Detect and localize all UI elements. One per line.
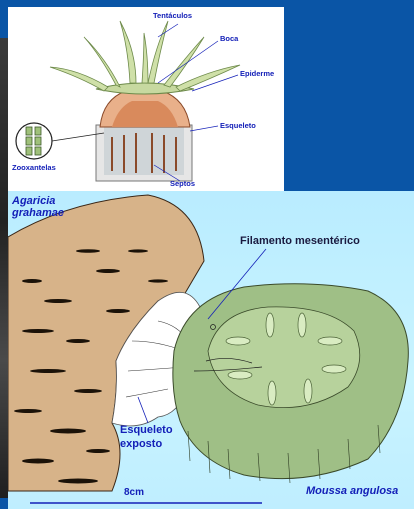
label-esqueleto-exposto-line2: exposto — [120, 437, 173, 451]
label-boca: Boca — [220, 34, 238, 43]
label-esqueleto-exposto: Esqueleto exposto — [120, 423, 173, 451]
species-agaricia-line2: grahamae — [12, 207, 64, 219]
label-zooxantelas: Zooxantelas — [12, 163, 56, 172]
polyp-anatomy-diagram: Tentáculos Boca Epiderme Esqueleto Zooxa… — [8, 7, 284, 191]
label-tentaculos: Tentáculos — [153, 11, 192, 20]
label-esqueleto: Esqueleto — [220, 121, 256, 130]
species-moussa: Moussa angulosa — [306, 485, 398, 497]
coral-interaction-diagram: Agaricia grahamae Filamento mesentérico … — [8, 191, 414, 509]
species-agaricia: Agaricia grahamae — [12, 195, 64, 219]
species-agaricia-line1: Agaricia — [12, 195, 64, 207]
label-epiderme: Epiderme — [240, 69, 274, 78]
scale-label: 8cm — [124, 487, 144, 498]
label-septos: Septos — [170, 179, 195, 188]
label-esqueleto-exposto-line1: Esqueleto — [120, 423, 173, 437]
label-filamento: Filamento mesentérico — [240, 235, 360, 247]
